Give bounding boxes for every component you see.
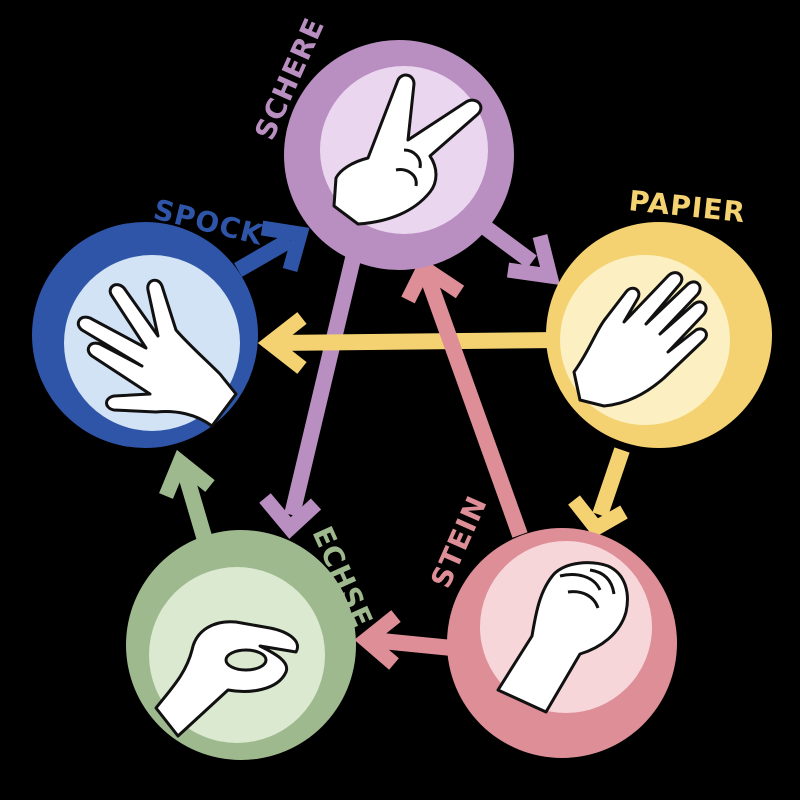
node-spock — [32, 222, 258, 448]
arrow-stein-schere — [401, 257, 528, 538]
lizard-hand-icon — [154, 620, 299, 738]
arrow-stein-echse — [354, 610, 453, 670]
node-papier — [546, 222, 772, 448]
arrow-schere-papier — [473, 215, 560, 286]
label-papier: PAPIER — [627, 184, 747, 229]
arrow-papier-spock — [257, 312, 561, 374]
node-stein — [447, 528, 677, 758]
node-schere — [284, 40, 514, 270]
spock-hand-icon — [76, 278, 238, 428]
arrow-papier-stein — [568, 447, 630, 538]
arrow-echse-spock — [159, 449, 215, 543]
arrow-schere-echse — [259, 248, 363, 539]
scissors-hand-icon — [332, 73, 483, 226]
arrow-spock-schere — [234, 220, 310, 277]
paper-hand-icon — [572, 271, 708, 408]
rock-fist-icon — [496, 561, 629, 714]
node-echse — [126, 530, 356, 760]
